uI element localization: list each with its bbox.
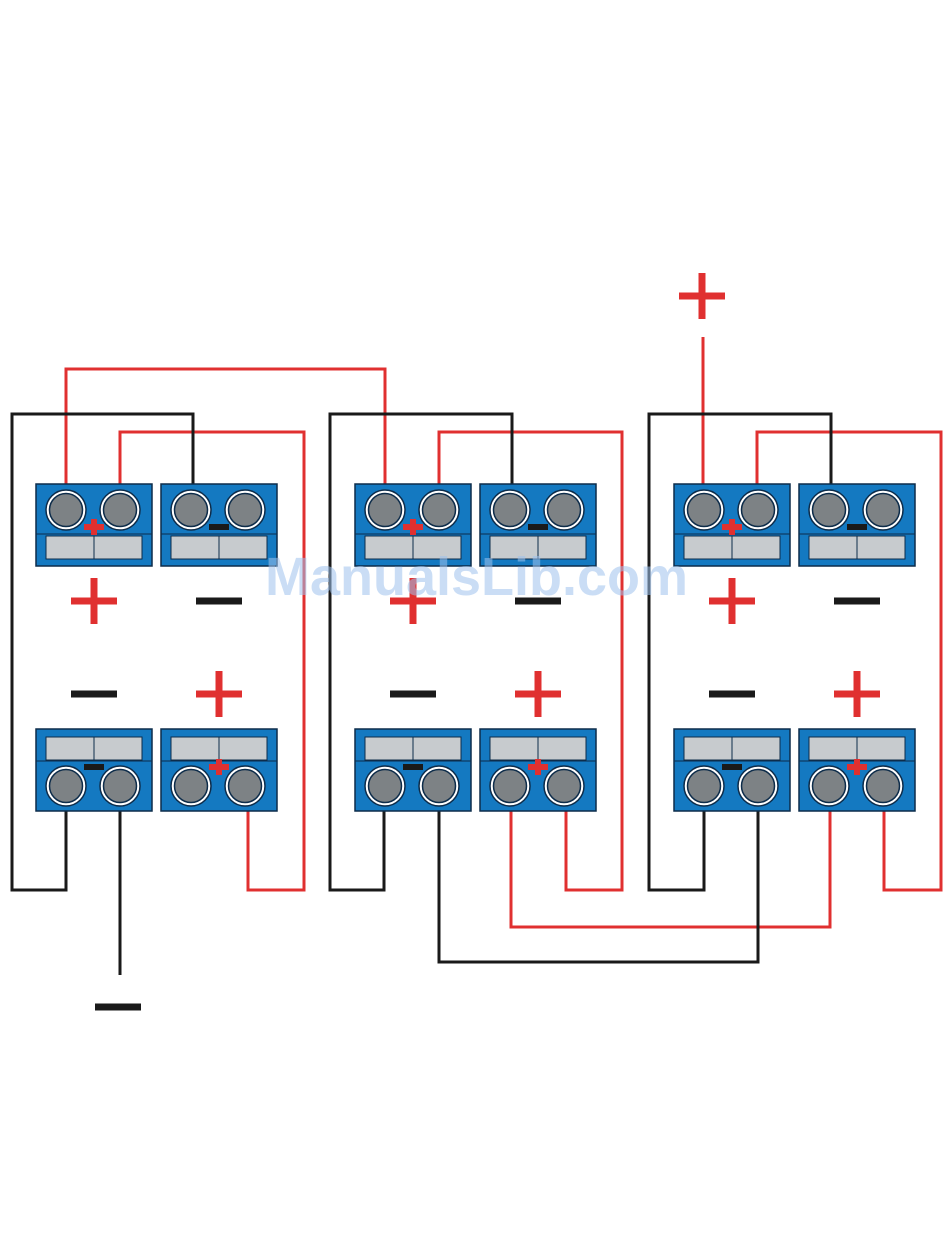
terminal-post xyxy=(419,490,459,530)
terminal-block-top-right xyxy=(161,484,277,566)
post-bolt xyxy=(494,770,527,803)
post-bolt xyxy=(548,494,581,527)
mini-minus xyxy=(209,524,229,530)
terminal-block-top-right xyxy=(799,484,915,566)
mini-plus-v xyxy=(410,519,416,535)
terminal-block-bottom-right xyxy=(161,729,277,811)
terminal-post xyxy=(809,766,849,806)
post-bolt xyxy=(175,494,208,527)
terminal-post xyxy=(809,490,849,530)
plus-symbol xyxy=(709,578,755,624)
post-bolt xyxy=(229,494,262,527)
post-bolt xyxy=(104,770,137,803)
minus-symbol xyxy=(71,691,117,698)
output-negative-symbol xyxy=(95,1004,141,1011)
battery-2 xyxy=(355,484,596,811)
post-bolt xyxy=(229,770,262,803)
terminal-post xyxy=(225,766,265,806)
terminal-post xyxy=(490,490,530,530)
post-bolt xyxy=(369,494,402,527)
output-positive-symbol xyxy=(679,273,725,319)
post-bolt xyxy=(742,770,775,803)
battery-3 xyxy=(674,484,915,811)
mini-minus xyxy=(722,764,742,770)
post-bolt xyxy=(813,494,846,527)
post-bolt xyxy=(494,494,527,527)
post-bolt xyxy=(688,494,721,527)
terminal-post xyxy=(365,766,405,806)
mini-plus-v xyxy=(854,759,860,775)
post-bolt xyxy=(104,494,137,527)
post-bolt xyxy=(688,770,721,803)
watermark: ManualsLib.com xyxy=(265,546,705,608)
mini-plus-v xyxy=(216,759,222,775)
terminal-block-bottom-left xyxy=(674,729,790,811)
mini-minus xyxy=(528,524,548,530)
terminal-block-bottom-left xyxy=(355,729,471,811)
plus-bar-v xyxy=(216,671,223,717)
post-bolt xyxy=(423,770,456,803)
terminal-post xyxy=(419,766,459,806)
mini-minus xyxy=(84,764,104,770)
mini-minus xyxy=(847,524,867,530)
plus-symbol xyxy=(71,578,117,624)
plus-bar-v xyxy=(91,578,98,624)
terminal-post xyxy=(684,766,724,806)
terminal-block-bottom-right xyxy=(480,729,596,811)
terminal-post xyxy=(46,766,86,806)
minus-symbol xyxy=(390,691,436,698)
minus-symbol xyxy=(196,598,242,605)
post-bolt xyxy=(813,770,846,803)
terminal-post xyxy=(490,766,530,806)
mini-plus-v xyxy=(91,519,97,535)
post-bolt xyxy=(50,770,83,803)
terminal-post xyxy=(171,490,211,530)
batteries-layer xyxy=(36,484,915,811)
terminal-block-bottom-left xyxy=(36,729,152,811)
terminal-post xyxy=(738,490,778,530)
mini-minus xyxy=(403,764,423,770)
terminal-post xyxy=(544,490,584,530)
terminal-post xyxy=(544,766,584,806)
plus-bar-v xyxy=(535,671,542,717)
post-bolt xyxy=(175,770,208,803)
terminal-block-bottom-right xyxy=(799,729,915,811)
terminal-post xyxy=(863,490,903,530)
wiring-layer xyxy=(12,337,941,975)
plus-symbol xyxy=(515,671,561,717)
terminal-post xyxy=(100,490,140,530)
plus-symbol xyxy=(196,671,242,717)
terminal-post xyxy=(738,766,778,806)
post-bolt xyxy=(867,770,900,803)
plus-bar-v xyxy=(854,671,861,717)
terminal-post xyxy=(171,766,211,806)
plus-bar-v xyxy=(699,273,706,319)
post-bolt xyxy=(423,494,456,527)
terminal-post xyxy=(46,490,86,530)
mini-plus-v xyxy=(535,759,541,775)
battery-1 xyxy=(36,484,277,811)
terminal-block-top-left xyxy=(36,484,152,566)
terminal-post xyxy=(863,766,903,806)
plus-bar-v xyxy=(729,578,736,624)
plus-symbol xyxy=(834,671,880,717)
post-bolt xyxy=(867,494,900,527)
post-bolt xyxy=(369,770,402,803)
minus-symbol xyxy=(834,598,880,605)
terminal-post xyxy=(100,766,140,806)
mini-plus-v xyxy=(729,519,735,535)
wire-neg-b2-to-b3 xyxy=(439,787,758,962)
post-bolt xyxy=(50,494,83,527)
terminal-post xyxy=(365,490,405,530)
terminal-post xyxy=(684,490,724,530)
terminal-post xyxy=(225,490,265,530)
minus-symbol xyxy=(709,691,755,698)
post-bolt xyxy=(548,770,581,803)
post-bolt xyxy=(742,494,775,527)
